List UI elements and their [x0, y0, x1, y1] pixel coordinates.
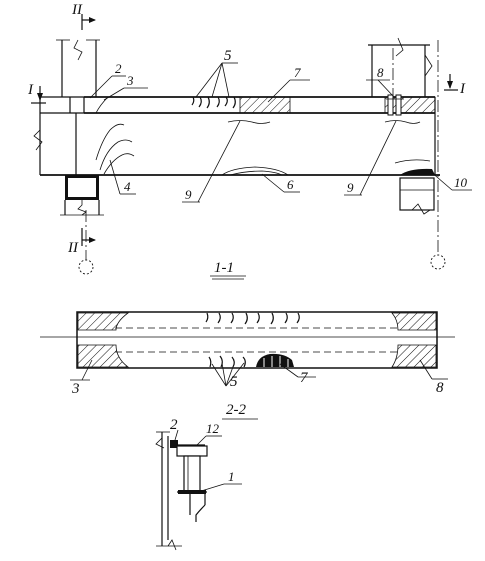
- callout-6-elev: 6: [287, 177, 294, 192]
- section-1-right-marker: I: [444, 74, 466, 97]
- section-callouts: 2 12 1: [170, 417, 242, 493]
- callout-2-sect: 2: [170, 417, 178, 433]
- left-end-cracks: [95, 123, 135, 175]
- view-1-1-title: 1-1: [210, 260, 246, 280]
- callout-4-elev: 4: [124, 179, 131, 194]
- plan-top-cracks: [205, 312, 300, 325]
- right-upper-column: [368, 37, 433, 97]
- section-2-bottom-marker: II: [67, 228, 96, 256]
- plan-spall-ribs: [263, 356, 289, 367]
- section-2-bottom-label: II: [67, 240, 79, 256]
- callout-5-elev: 5: [224, 48, 232, 64]
- right-axis-line: [430, 40, 446, 270]
- plan-right-hatch-lower: [391, 344, 437, 368]
- callout-5-plan: 5: [230, 374, 238, 390]
- bottom-spall: [221, 166, 289, 176]
- section-2-top-label: II: [71, 2, 83, 18]
- callout-10-elev: 10: [454, 175, 468, 190]
- left-upper-column: [56, 39, 100, 97]
- anchor-bolts: [386, 94, 404, 116]
- right-bottom-damage: [400, 168, 435, 175]
- callout-1-sect: 1: [228, 469, 235, 484]
- view-1-1-label: 1-1: [214, 260, 234, 276]
- plan-left-hatch: [77, 312, 130, 331]
- left-lower-column: [60, 175, 104, 216]
- view-2-2-label: 2-2: [226, 402, 246, 418]
- section-1-left-label: I: [27, 82, 34, 98]
- right-bottom-crack: [394, 159, 431, 164]
- section-column: [155, 431, 182, 551]
- left-support-wall: [33, 96, 84, 175]
- section-2-2-view: 2-2 2: [155, 402, 258, 551]
- bottom-spall-inner: [229, 170, 283, 176]
- section-1-left-marker: I: [27, 82, 46, 104]
- callout-8-elev: 8: [377, 65, 384, 80]
- left-axis-line: [78, 210, 94, 275]
- right-lower-column: [399, 177, 435, 215]
- callout-12-sect: 12: [206, 421, 220, 436]
- view-2-2-title: 2-2: [222, 402, 258, 420]
- callout-9-left: 9: [185, 187, 192, 202]
- callout-3-plan: 3: [71, 381, 80, 397]
- section-1-right-label: I: [459, 81, 466, 97]
- plan-left-hatch-lower: [77, 344, 130, 368]
- plan-callouts: 3 5 7 8: [70, 359, 448, 397]
- callout-9-right: 9: [347, 180, 354, 195]
- callout-2-elev: 2: [115, 61, 122, 76]
- section-2-top-marker: II: [71, 2, 96, 30]
- plan-spall: [256, 353, 294, 367]
- callout-8-plan: 8: [436, 380, 444, 396]
- plan-bottom-cracks: [208, 355, 246, 368]
- mid-crack-left: [227, 120, 271, 124]
- callout-7-elev: 7: [294, 65, 301, 80]
- top-cracks: [191, 96, 236, 109]
- beam-cross-section: [170, 440, 208, 522]
- callout-3-elev: 3: [126, 73, 134, 88]
- mid-crack-right: [384, 120, 421, 124]
- elevation-view: I I II II 2 3: [27, 2, 472, 280]
- callout-7-plan: 7: [300, 370, 309, 386]
- plan-right-hatch: [391, 312, 437, 331]
- mid-patch-hatch: [239, 96, 291, 114]
- plan-view: 3 5 7 8: [40, 311, 455, 397]
- elevation-callouts: 2 3 5 7 8 4 9: [89, 48, 472, 203]
